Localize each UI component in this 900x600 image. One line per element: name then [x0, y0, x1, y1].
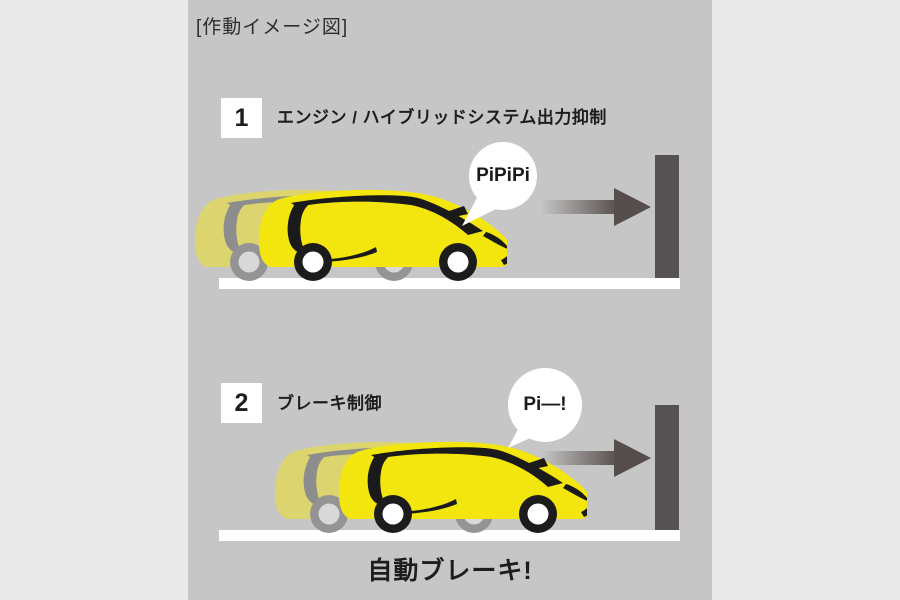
- step-1-number-badge: 1: [221, 98, 262, 138]
- road-line-2: [219, 530, 680, 541]
- car: [259, 189, 507, 281]
- car-illustration-1: [195, 189, 507, 281]
- motion-arrow-icon-2: [540, 439, 651, 477]
- diagram-title: [作動イメージ図]: [196, 17, 349, 38]
- car: [339, 441, 587, 533]
- step-1-number: 1: [234, 103, 249, 132]
- beep-sound-text-2: Pi—!: [523, 394, 567, 415]
- motion-arrow-icon-1: [540, 188, 651, 226]
- road-line-1: [219, 278, 680, 289]
- speech-bubble-1: PiPiPi: [469, 142, 537, 210]
- step-2-label: ブレーキ制御: [277, 394, 382, 413]
- beep-sound-text-1: PiPiPi: [476, 165, 530, 186]
- car-illustration-2: [275, 441, 587, 533]
- obstacle-wall-1: [655, 155, 679, 279]
- step-1-label: エンジン / ハイブリッドシステム出力抑制: [277, 108, 607, 127]
- obstacle-wall-2: [655, 405, 679, 530]
- auto-brake-caption: 自動ブレーキ!: [367, 557, 533, 585]
- step-2-number: 2: [234, 388, 249, 417]
- step-2-number-badge: 2: [221, 383, 262, 423]
- speech-bubble-2: Pi—!: [508, 368, 582, 442]
